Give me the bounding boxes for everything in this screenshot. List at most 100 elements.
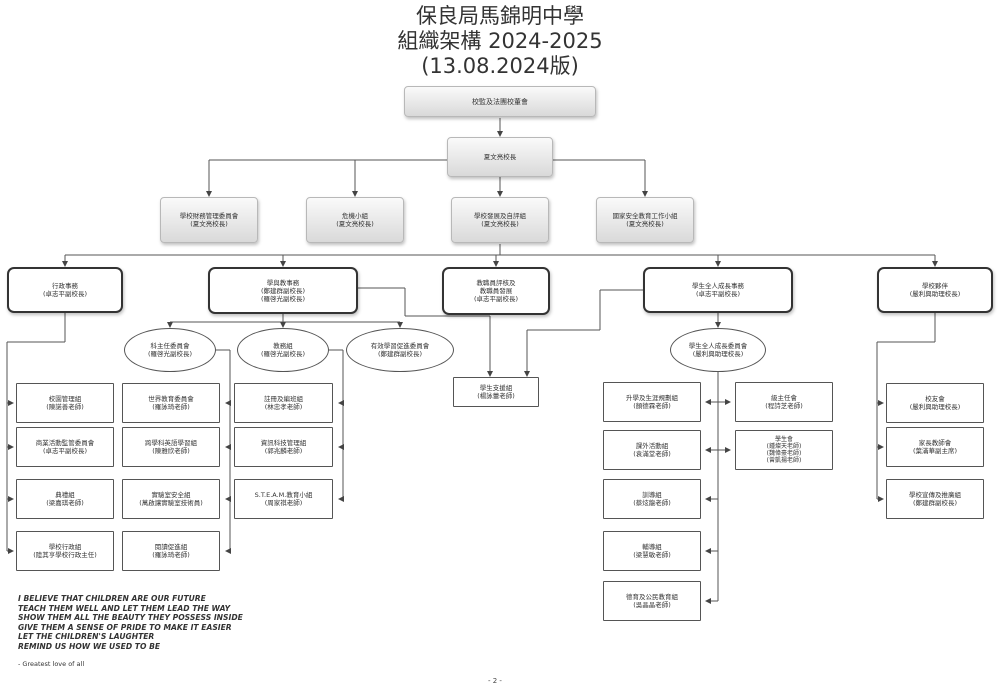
academic-head-1: (鄭建群副校長) xyxy=(260,286,306,295)
steam-head: (周家祺老師) xyxy=(264,499,303,507)
guidance-node: 訓導組 (蔡炫龍老師) xyxy=(603,479,701,519)
further-study-head: (顏德霖老師) xyxy=(633,402,671,410)
pta-head: (葉滿華副主席) xyxy=(912,447,958,455)
effective-learning-committee: 有效學習促進委員會 (鄭建群副校長) xyxy=(346,328,454,372)
counselling-name: 輔導組 xyxy=(642,543,662,551)
cross-english-node: 跨學科英語學習組 (陳雅欣老師) xyxy=(122,427,220,467)
campus-mgmt-node: 校園管理組 (陳諾善老師) xyxy=(16,383,114,423)
subject-heads-committee: 科主任委員會 (羅啓光副校長) xyxy=(124,328,216,372)
student-growth-name: 學生全人成長事務 xyxy=(692,282,744,290)
staff-dev-name-2: 教職員發展 xyxy=(479,287,513,295)
lyrics-line: GIVE THEM A SENSE OF PRIDE TO MAKE IT EA… xyxy=(18,622,232,632)
finance-committee-node: 學校財務管理委員會 (夏文亮校長) xyxy=(160,197,258,243)
ceremony-node: 典禮組 (梁嘉琪老師) xyxy=(16,479,114,519)
counselling-head: (梁慧敏老師) xyxy=(633,551,671,559)
student-union-name: 學生會 xyxy=(774,436,793,443)
growth-committee: 學生全人成長委員會 (嚴利興助理校長) xyxy=(670,328,766,372)
promotion-name: 學校宣傳及推廣組 xyxy=(909,491,961,499)
lyrics-line: TEACH THEM WELL AND LET THEM LEAD THE WA… xyxy=(18,603,231,613)
song-credit: - Greatest love of all xyxy=(18,660,85,668)
world-edu-name: 世界教育委員會 xyxy=(148,395,194,403)
moral-civic-name: 德育及公民教育組 xyxy=(626,593,678,601)
student-growth-head: (卓志平副校長) xyxy=(695,290,741,298)
version-label: (13.08.2024版) xyxy=(421,54,579,78)
staff-dev-head: (卓志平副校長) xyxy=(473,295,519,303)
registration-node: 註冊及編班組 (林忠孝老師) xyxy=(234,383,333,423)
student-union-head-1: (鍾燦天老師) xyxy=(766,443,802,450)
lyrics-block: I BELIEVE THAT CHILDREN ARE OUR FUTURE T… xyxy=(18,594,243,651)
national-security-name: 國家安全教育工作小組 xyxy=(612,212,678,220)
effective-learning-name: 有效學習促進委員會 xyxy=(370,342,430,350)
registration-name: 註冊及編班組 xyxy=(264,395,303,403)
it-mgmt-name: 資訊科技管理組 xyxy=(260,439,307,447)
admin-name: 行政事務 xyxy=(52,282,78,290)
partners-head: (嚴利興助理校長) xyxy=(909,290,961,298)
partners-node: 學校夥伴 (嚴利興助理校長) xyxy=(877,267,993,313)
lyrics-line: SHOW THEM ALL THE BEAUTY THEY POSSESS IN… xyxy=(18,613,243,622)
ec-activities-name: 課外活動組 xyxy=(635,442,669,450)
board-node: 校監及法團校董會 xyxy=(404,86,596,117)
registration-head: (林忠孝老師) xyxy=(264,403,303,411)
chart-title: 組織架構 2024-2025 xyxy=(397,29,603,53)
staff-dev-name-1: 教職員評核及 xyxy=(476,279,516,287)
school-admin-node: 學校行政組 (陸其亨學校行政主任) xyxy=(16,531,114,571)
school-dev-node: 學校發展及自評組 (夏文亮校長) xyxy=(451,197,549,243)
form-teachers-name: 級主任會 xyxy=(771,394,797,402)
world-edu-node: 世界教育委員會 (羅詠琦老師) xyxy=(122,383,220,423)
staff-dev-node: 教職員評核及 教職員發展 (卓志平副校長) xyxy=(442,267,550,315)
pta-node: 家長教師會 (葉滿華副主席) xyxy=(886,427,984,467)
ec-activities-head: (袁滿堂老師) xyxy=(633,450,671,458)
student-support-name: 學生支援組 xyxy=(479,384,513,392)
ec-activities-node: 課外活動組 (袁滿堂老師) xyxy=(603,430,701,470)
cross-english-name: 跨學科英語學習組 xyxy=(145,439,197,447)
academic-head-2: (羅啓光副校長) xyxy=(260,294,306,303)
academic-node: 學與教事務 (鄭建群副校長) (羅啓光副校長) xyxy=(208,267,358,314)
school-admin-head: (陸其亨學校行政主任) xyxy=(33,551,97,559)
school-name: 保良局馬錦明中學 xyxy=(416,4,584,28)
cross-english-head: (陳雅欣老師) xyxy=(152,447,190,455)
business-monitor-name: 商業活動監管委員會 xyxy=(35,439,95,447)
alumni-node: 校友會 (嚴利興助理校長) xyxy=(886,383,984,423)
guidance-name: 訓導組 xyxy=(642,491,662,499)
partners-name: 學校夥伴 xyxy=(922,282,948,290)
principal-label: 夏文亮校長 xyxy=(483,153,517,161)
growth-committee-head: (嚴利興助理校長) xyxy=(692,350,744,358)
guidance-head: (蔡炫龍老師) xyxy=(633,499,671,507)
student-support-node: 學生支援組 (楊詠蕾老師) xyxy=(453,377,539,407)
further-study-node: 升學及生涯規劃組 (顏德霖老師) xyxy=(603,382,701,422)
reading-head: (羅詠琦老師) xyxy=(152,551,190,559)
campus-mgmt-head: (陳諾善老師) xyxy=(46,403,84,411)
reading-name: 閱讀促進組 xyxy=(154,543,188,551)
finance-committee-head: (夏文亮校長) xyxy=(190,220,228,228)
school-dev-name: 學校發展及自評組 xyxy=(474,212,526,220)
moral-civic-node: 德育及公民教育組 (吳晶晶老師) xyxy=(603,581,701,621)
lab-safety-node: 實驗室安全組 (萬啟讓實驗室技術員) xyxy=(122,479,220,519)
page-number: - 2 - xyxy=(488,677,502,685)
promotion-node: 學校宣傳及推廣組 (鄭建群副校長) xyxy=(886,479,984,519)
board-label: 校監及法團校董會 xyxy=(472,97,528,106)
principal-node: 夏文亮校長 xyxy=(447,137,553,177)
alumni-head: (嚴利興助理校長) xyxy=(909,403,961,411)
student-union-head-2: (魏偉豪老師) xyxy=(766,450,802,457)
school-dev-head: (夏文亮校長) xyxy=(481,220,519,228)
pta-name: 家長教師會 xyxy=(918,439,952,447)
form-teachers-head: (程詩芝老師) xyxy=(765,402,803,410)
ceremony-name: 典禮組 xyxy=(55,491,75,499)
lyrics-line: LET THE CHILDREN'S LAUGHTER xyxy=(18,632,155,641)
it-mgmt-node: 資訊科技管理組 (郭兆麟老師) xyxy=(234,427,333,467)
lab-safety-name: 實驗室安全組 xyxy=(151,491,191,499)
form-teachers-node: 級主任會 (程詩芝老師) xyxy=(735,382,833,422)
student-support-head: (楊詠蕾老師) xyxy=(477,392,515,400)
academic-affairs-head: (羅啓光副校長) xyxy=(260,350,306,358)
promotion-head: (鄭建群副校長) xyxy=(912,499,958,507)
student-union-head-3: (曾凱揚老師) xyxy=(766,457,802,464)
student-growth-node: 學生全人成長事務 (卓志平副校長) xyxy=(643,267,793,313)
finance-committee-name: 學校財務管理委員會 xyxy=(179,212,239,220)
moral-civic-head: (吳晶晶老師) xyxy=(633,601,671,609)
academic-affairs-name: 教務組 xyxy=(273,342,293,350)
school-admin-name: 學校行政組 xyxy=(48,543,82,551)
campus-mgmt-name: 校園管理組 xyxy=(48,395,82,403)
ceremony-head: (梁嘉琪老師) xyxy=(46,499,84,507)
lyrics-line: I BELIEVE THAT CHILDREN ARE OUR FUTURE xyxy=(18,594,206,603)
